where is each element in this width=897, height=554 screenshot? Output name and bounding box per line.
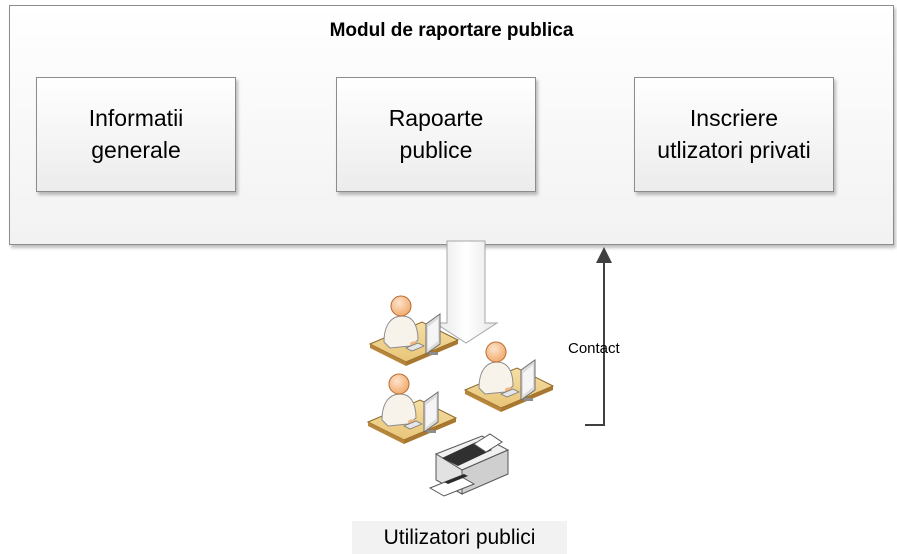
public-reports-line2: publice [399,136,473,163]
private-user-signup-box: Inscriere utlizatori privati [634,77,834,192]
user-workstation-icon [369,295,459,367]
public-users-label: Utilizatori publici [352,521,567,554]
general-info-box: Informatii generale [36,77,236,192]
module-title: Modul de raportare publica [329,20,574,41]
general-info-line2: generale [91,136,181,163]
general-info-line1: Informatii [88,105,184,132]
download-arrow [433,240,499,344]
private-user-signup-line2: utlizatori privati [657,136,811,163]
public-reports-line1: Rapoarte [388,105,484,132]
contact-arrow [585,257,605,426]
private-user-signup-line1: Inscriere [689,105,779,132]
contact-label: Contact [568,340,620,357]
printer-icon [428,433,510,497]
user-workstation-icon [367,373,457,445]
user-workstation-icon [464,341,554,413]
public-reports-box: Rapoarte publice [336,77,536,192]
contact-arrowhead [596,247,612,263]
